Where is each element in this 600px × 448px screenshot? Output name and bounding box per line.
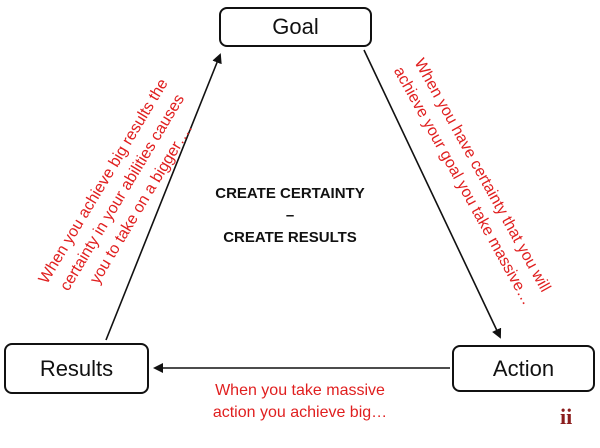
center-line-2: – [285,207,295,224]
action-label: Action [492,355,555,381]
action-to-results-annotation: When you take massive action you achieve… [180,380,420,424]
action-node: Action [452,345,595,392]
arrow-goal-to-action [363,49,502,339]
results-node: Results [4,343,149,394]
annotation-line: When you take massive [215,382,385,399]
goal-node: Goal [219,7,372,47]
center-line-3: CREATE RESULTS [223,229,357,246]
brand-logo: ii [560,404,573,429]
results-label: Results [39,355,114,381]
annotation-line: action you achieve big… [212,404,388,421]
goal-label: Goal [272,14,319,39]
center-caption: CREATE CERTAINTY – CREATE RESULTS [195,183,385,249]
center-line-1: CREATE CERTAINTY [215,185,365,202]
arrow-results-to-goal [105,53,222,341]
